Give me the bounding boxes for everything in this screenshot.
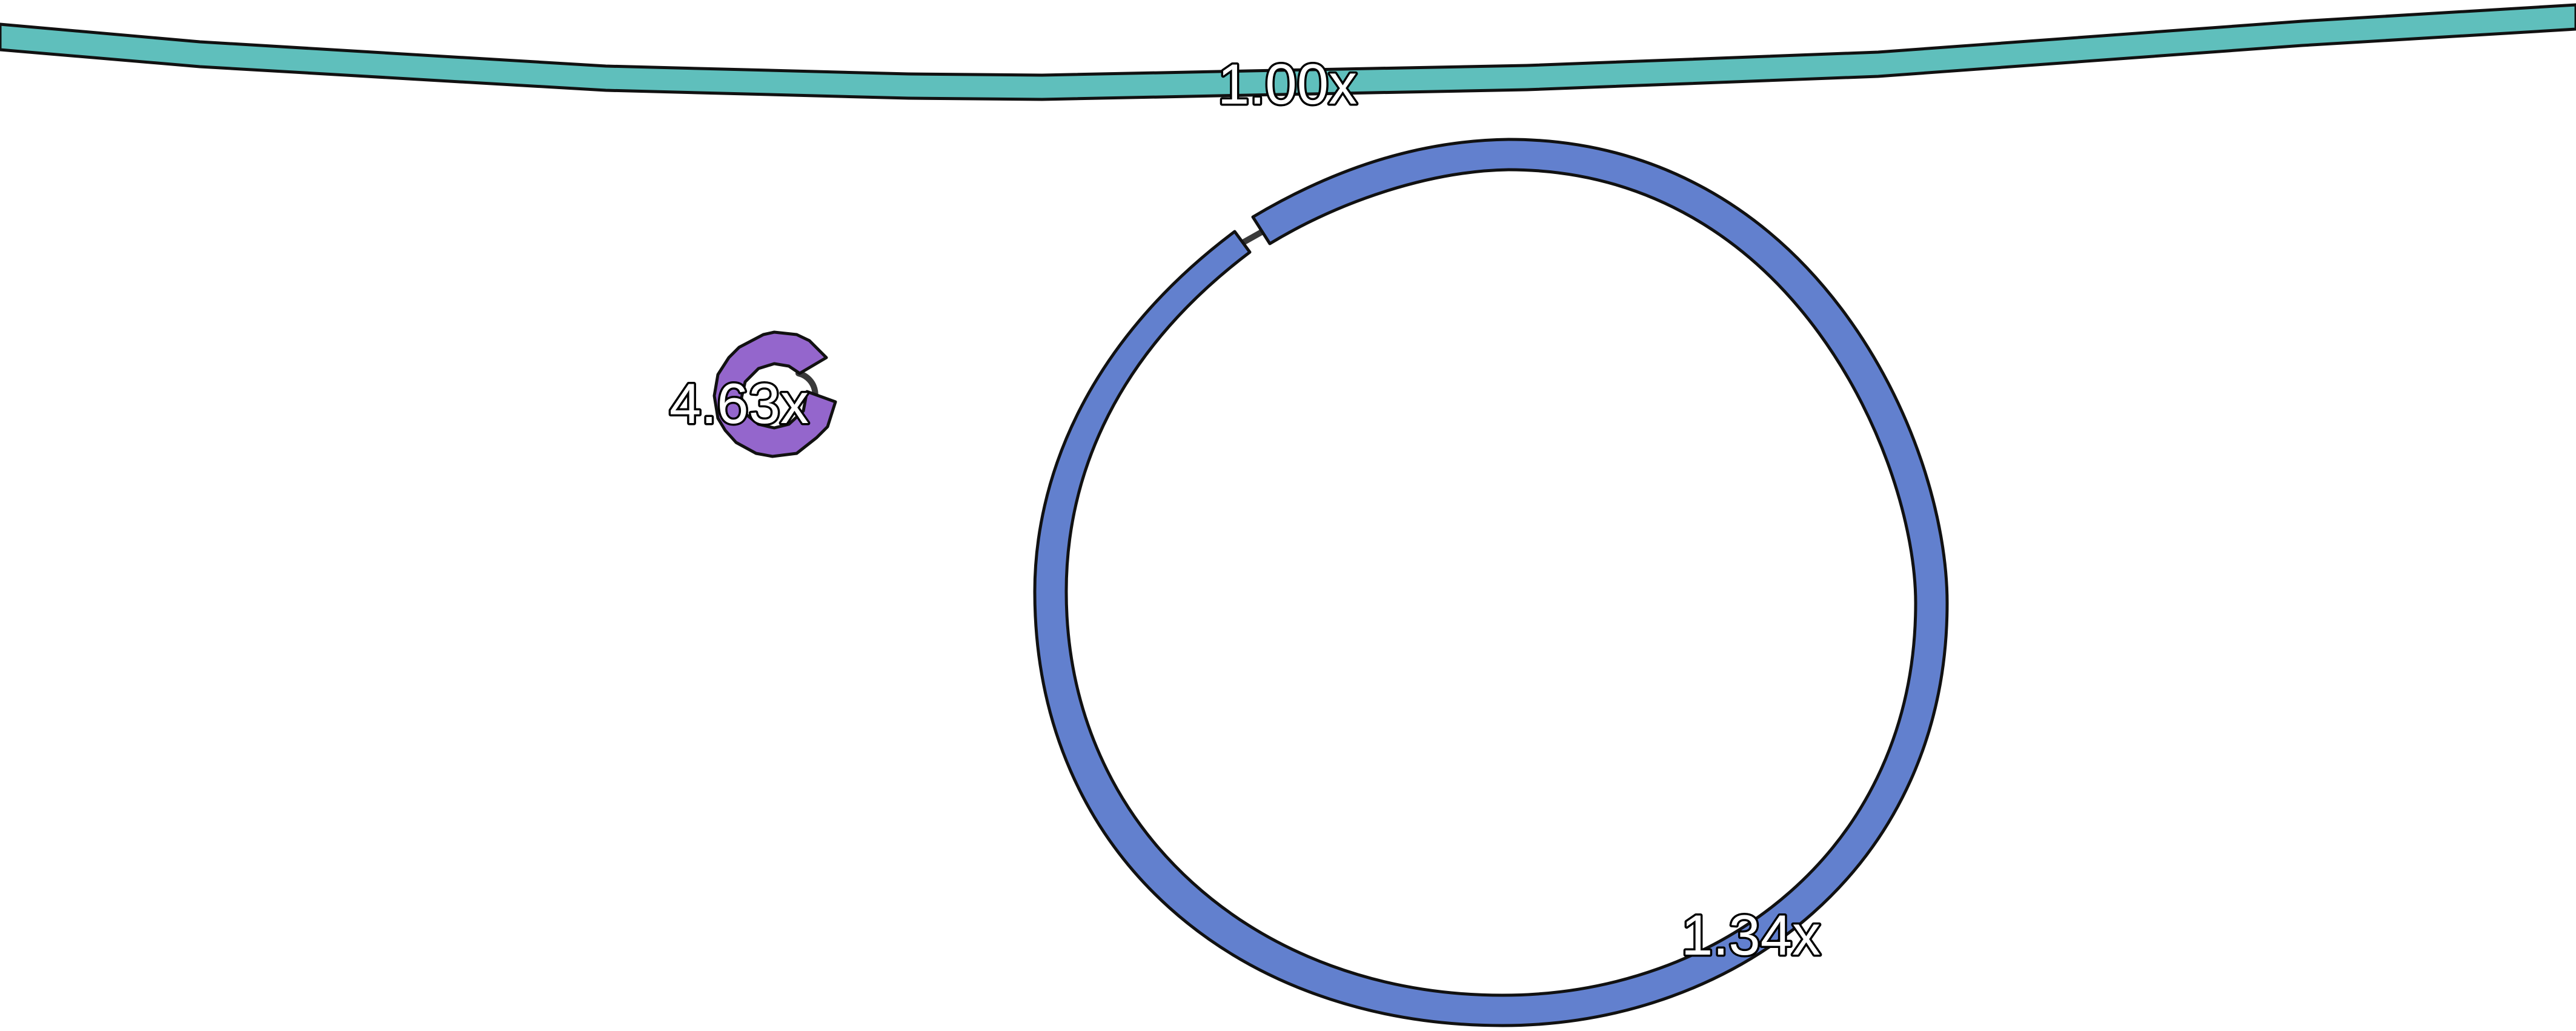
contig-2-ring[interactable] <box>1033 138 1949 1027</box>
contig-1-strand[interactable] <box>0 3 2576 101</box>
contig-2-self-link <box>1240 229 1266 245</box>
contig-3-shape[interactable] <box>712 330 837 458</box>
contig-node-3[interactable]: 4.63x <box>668 330 837 458</box>
contig-2-depth-label: 1.34x <box>1681 903 1821 967</box>
contig-1-depth-label: 1.00x <box>1218 52 1357 116</box>
contig-3-depth-label: 4.63x <box>669 372 809 435</box>
contig-node-1[interactable]: 1.00x <box>0 3 2576 118</box>
contig-node-2[interactable]: 1.34x <box>1033 138 1949 1027</box>
